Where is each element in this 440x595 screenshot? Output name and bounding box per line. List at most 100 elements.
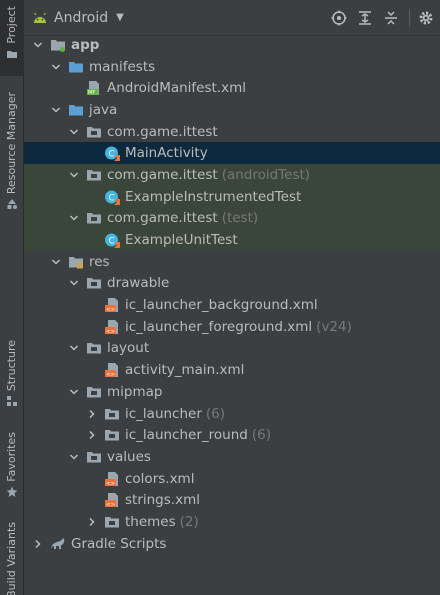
chevron-down-icon[interactable]	[68, 126, 80, 138]
chevron-down-icon[interactable]	[68, 451, 80, 463]
tree-item-android-manifest[interactable]: MF AndroidManifest.xml	[24, 77, 440, 99]
tree-hint: (androidTest)	[221, 166, 311, 183]
gradle-icon	[50, 536, 66, 552]
folder-icon	[86, 449, 102, 465]
folder-icon	[86, 340, 102, 356]
tree-label: activity_main.xml	[125, 362, 245, 379]
tree-item-drawable[interactable]: drawable	[24, 273, 440, 295]
tree-label: com.game.ittest	[107, 210, 218, 227]
tree-item-layout[interactable]: layout	[24, 338, 440, 360]
tab-build-variants[interactable]: Build Variants	[0, 522, 24, 595]
kotlin-class-icon: C	[104, 232, 120, 249]
tree-hint: (6)	[205, 405, 226, 422]
chevron-right-icon[interactable]	[86, 408, 98, 420]
tree-label: ic_launcher_round	[125, 427, 248, 444]
gear-icon[interactable]	[416, 8, 436, 28]
chevron-down-icon[interactable]	[68, 342, 80, 354]
tree-item-app[interactable]: app	[24, 34, 440, 56]
shapes-icon	[7, 199, 17, 210]
tree-label: values	[107, 448, 151, 465]
tab-project[interactable]: Project	[0, 0, 24, 76]
tree-label: res	[89, 253, 110, 270]
tree-label: MainActivity	[125, 145, 208, 162]
svg-text:C: C	[109, 150, 115, 160]
tree-item-ic-launcher-background[interactable]: <> ic_launcher_background.xml	[24, 294, 440, 316]
tree-item-java[interactable]: java	[24, 99, 440, 121]
resources-folder-icon	[68, 254, 84, 270]
tab-build-variants-label: Build Variants	[5, 522, 18, 595]
tab-resource-manager[interactable]: Resource Manager	[0, 92, 24, 220]
chevron-down-icon[interactable]	[68, 386, 80, 398]
tree-item-activity-main[interactable]: <> activity_main.xml	[24, 359, 440, 381]
svg-text:MF: MF	[88, 90, 95, 96]
tree-label: mipmap	[107, 383, 163, 400]
tree-item-manifests[interactable]: manifests	[24, 56, 440, 78]
tree-label: com.game.ittest	[107, 123, 218, 140]
expand-all-icon[interactable]	[355, 8, 375, 28]
tree-item-colors[interactable]: <> colors.xml	[24, 468, 440, 490]
tab-structure-label: Structure	[5, 340, 18, 392]
package-icon	[86, 167, 102, 183]
tree-hint: (6)	[251, 427, 271, 444]
tab-favorites[interactable]: Favorites	[0, 432, 24, 506]
tree-item-example-unit-test[interactable]: C ExampleUnitTest	[24, 229, 440, 251]
folder-icon	[68, 59, 84, 75]
tree-hint: (test)	[221, 210, 259, 227]
tree-item-res[interactable]: res	[24, 251, 440, 273]
tree-label: ic_launcher	[125, 405, 202, 422]
chevron-down-icon[interactable]	[68, 277, 80, 289]
header-toolbar	[323, 8, 436, 28]
tree-item-ic-launcher[interactable]: ic_launcher (6)	[24, 403, 440, 425]
chevron-down-icon[interactable]: ▼	[116, 12, 124, 23]
collapse-all-icon[interactable]	[381, 8, 401, 28]
chevron-down-icon[interactable]	[50, 104, 62, 116]
tree-item-ic-launcher-foreground[interactable]: <> ic_launcher_foreground.xml (v24)	[24, 316, 440, 338]
tree-label: java	[89, 101, 118, 118]
chevron-down-icon[interactable]	[32, 39, 44, 51]
kotlin-class-icon: C	[104, 189, 120, 205]
chevron-down-icon[interactable]	[50, 61, 62, 73]
tree-item-mipmap[interactable]: mipmap	[24, 381, 440, 403]
project-panel: Android ▼	[24, 0, 440, 595]
chevron-down-icon[interactable]	[68, 212, 80, 224]
tree-label: themes	[125, 513, 176, 530]
chevron-right-icon[interactable]	[86, 516, 98, 528]
tree-label: Gradle Scripts	[71, 535, 167, 552]
xml-file-icon: <>	[104, 297, 120, 313]
tree-label: ic_launcher_foreground.xml	[125, 318, 313, 335]
chevron-down-icon[interactable]	[50, 256, 62, 268]
tree-item-strings[interactable]: <> strings.xml	[24, 489, 440, 511]
toolbar-divider	[409, 9, 410, 27]
svg-text:C: C	[109, 237, 115, 247]
folder-icon	[86, 384, 102, 400]
tab-structure[interactable]: Structure	[0, 340, 24, 416]
tab-favorites-label: Favorites	[5, 432, 18, 482]
package-icon	[86, 210, 102, 226]
tree-label: ic_launcher_background.xml	[125, 297, 318, 314]
tree-label: layout	[107, 340, 150, 357]
tree-item-package-main[interactable]: com.game.ittest	[24, 121, 440, 143]
tree-item-gradle-scripts[interactable]: Gradle Scripts	[24, 533, 440, 555]
tree-item-package-android-test[interactable]: com.game.ittest (androidTest)	[24, 164, 440, 186]
locate-icon[interactable]	[329, 8, 349, 28]
tree-item-themes[interactable]: themes (2)	[24, 511, 440, 533]
tree-item-ic-launcher-round[interactable]: ic_launcher_round (6)	[24, 424, 440, 446]
star-icon	[6, 486, 18, 497]
tree-hint: (2)	[179, 513, 199, 530]
chevron-right-icon[interactable]	[86, 429, 98, 441]
xml-file-icon: <>	[104, 362, 120, 378]
folder-icon	[7, 50, 17, 58]
chevron-down-icon[interactable]	[68, 169, 80, 181]
tree-item-example-instrumented-test[interactable]: C ExampleInstrumentedTest	[24, 185, 440, 208]
tree-item-values[interactable]: values	[24, 446, 440, 468]
xml-file-icon: <>	[104, 471, 120, 487]
left-tool-strip: Project Resource Manager Structure Favor…	[0, 0, 24, 595]
tree-item-package-test[interactable]: com.game.ittest (test)	[24, 207, 440, 230]
tree-item-main-activity[interactable]: C MainActivity	[24, 142, 440, 165]
svg-text:<>: <>	[106, 307, 116, 313]
svg-text:C: C	[109, 193, 115, 203]
chevron-right-icon[interactable]	[32, 538, 44, 550]
tree-label: strings.xml	[125, 492, 200, 509]
tree-label: app	[71, 36, 100, 53]
view-selector[interactable]: Android	[54, 9, 109, 26]
